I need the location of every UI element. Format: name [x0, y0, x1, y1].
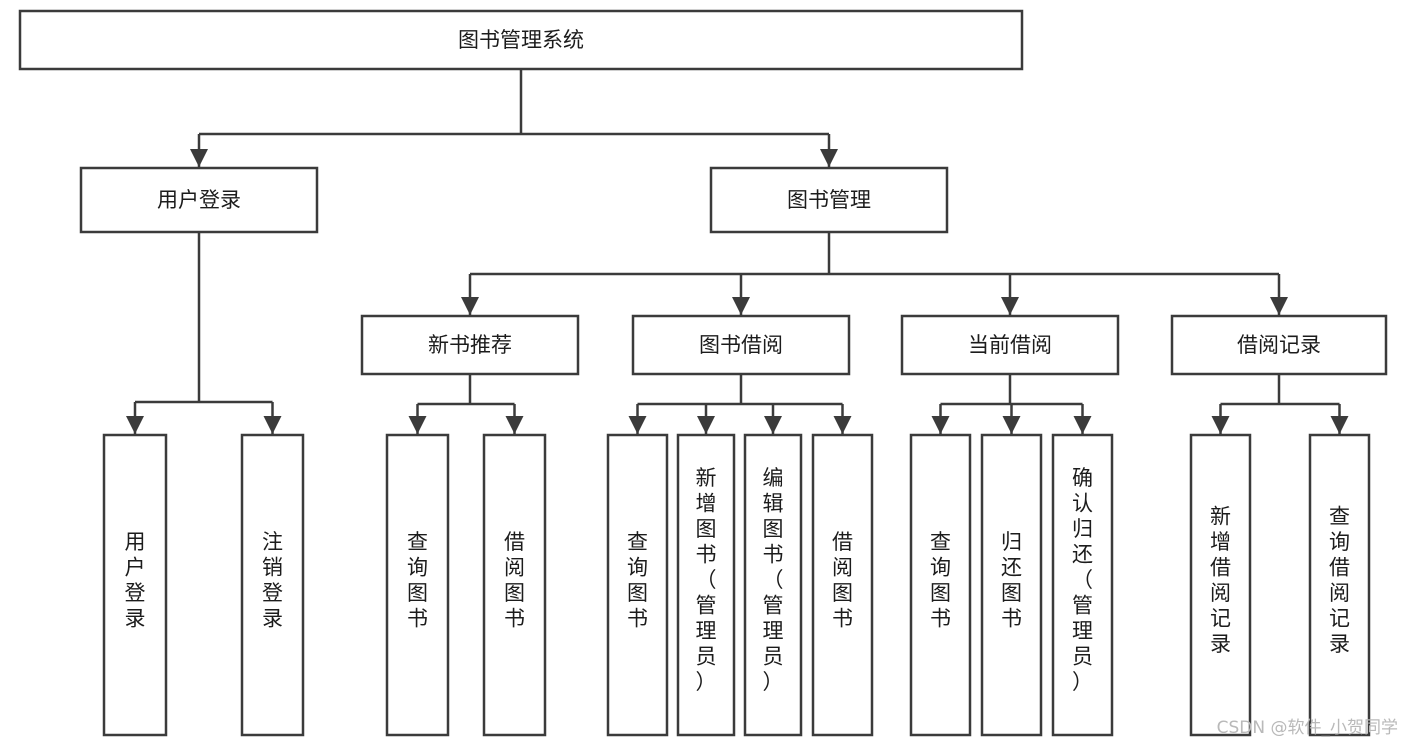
- arrow-head-icon: [408, 416, 427, 434]
- node-box-leaf-user-login: [102, 433, 168, 737]
- node-leaf-confirm-return[interactable]: 确认归还（管理员）: [1051, 433, 1114, 737]
- node-label-leaf-edit-book: 编辑图书（管理员）: [763, 466, 784, 694]
- node-leaf-add-book[interactable]: 新增图书（管理员）: [676, 433, 736, 737]
- arrow-head-icon: [820, 149, 838, 167]
- node-box-leaf-query-book-cur: [909, 433, 972, 737]
- node-label-leaf-add-book: 新增图书（管理员）: [696, 466, 717, 694]
- node-box-leaf-borrow-book: [811, 433, 874, 737]
- node-label-leaf-add-record: 新增借阅记录: [1210, 504, 1231, 656]
- node-leaf-query-book-cur[interactable]: 查询图书: [909, 433, 972, 737]
- arrow-head-icon: [833, 416, 852, 434]
- node-box-leaf-edit-book: [743, 433, 803, 737]
- node-leaf-user-logout[interactable]: 注销登录: [240, 433, 305, 737]
- node-box-leaf-return-book: [980, 433, 1043, 737]
- node-current-borrow[interactable]: 当前借阅: [900, 314, 1120, 376]
- nodes-layer: 图书管理系统用户登录图书管理新书推荐图书借阅当前借阅借阅记录用户登录注销登录查询…: [18, 9, 1388, 737]
- arrow-head-icon: [505, 416, 524, 434]
- node-leaf-edit-book[interactable]: 编辑图书（管理员）: [743, 433, 803, 737]
- node-box-user-login: [79, 166, 319, 234]
- node-label-leaf-borrow-book: 借阅图书: [832, 530, 853, 631]
- node-label-leaf-return-book: 归还图书: [1001, 530, 1022, 631]
- node-box-leaf-query-book-borrow: [606, 433, 669, 737]
- node-box-leaf-confirm-return: [1051, 433, 1114, 737]
- node-label-leaf-query-record: 查询借阅记录: [1329, 504, 1350, 656]
- node-box-book-borrow: [631, 314, 851, 376]
- node-book-manage[interactable]: 图书管理: [709, 166, 949, 234]
- arrow-head-icon: [263, 416, 282, 434]
- arrow-head-icon: [126, 416, 144, 434]
- node-user-login[interactable]: 用户登录: [79, 166, 319, 234]
- arrow-head-icon: [1001, 297, 1019, 315]
- arrow-head-icon: [190, 149, 208, 167]
- node-box-book-manage: [709, 166, 949, 234]
- node-leaf-add-record[interactable]: 新增借阅记录: [1189, 433, 1252, 737]
- node-label-leaf-user-logout: 注销登录: [262, 530, 283, 631]
- node-leaf-borrow-book[interactable]: 借阅图书: [811, 433, 874, 737]
- node-label-leaf-query-book-rec: 查询图书: [407, 530, 428, 631]
- node-label-leaf-query-book-cur: 查询图书: [930, 530, 951, 631]
- node-label-book-manage: 图书管理: [787, 188, 871, 212]
- node-new-book-rec[interactable]: 新书推荐: [360, 314, 580, 376]
- node-label-borrow-record: 借阅记录: [1237, 333, 1321, 357]
- node-label-user-login: 用户登录: [157, 188, 241, 212]
- node-label-leaf-query-book-borrow: 查询图书: [627, 530, 648, 631]
- node-box-leaf-user-logout: [240, 433, 305, 737]
- node-box-leaf-add-book: [676, 433, 736, 737]
- arrow-head-icon: [764, 416, 782, 434]
- node-box-new-book-rec: [360, 314, 580, 376]
- arrow-head-icon: [732, 297, 750, 315]
- node-borrow-record[interactable]: 借阅记录: [1170, 314, 1388, 376]
- node-label-root: 图书管理系统: [458, 28, 584, 52]
- node-label-new-book-rec: 新书推荐: [428, 333, 512, 357]
- node-label-leaf-borrow-book-rec: 借阅图书: [504, 530, 525, 631]
- arrow-head-icon: [1002, 416, 1021, 434]
- node-box-root: [18, 9, 1024, 71]
- arrow-head-icon: [1211, 416, 1230, 434]
- arrow-head-icon: [1073, 416, 1092, 434]
- node-leaf-return-book[interactable]: 归还图书: [980, 433, 1043, 737]
- edges-layer: [126, 69, 1349, 434]
- node-box-current-borrow: [900, 314, 1120, 376]
- node-box-borrow-record: [1170, 314, 1388, 376]
- node-label-current-borrow: 当前借阅: [968, 333, 1052, 357]
- arrow-head-icon: [461, 297, 479, 315]
- node-box-leaf-query-record: [1308, 433, 1371, 737]
- node-leaf-user-login[interactable]: 用户登录: [102, 433, 168, 737]
- node-box-leaf-add-record: [1189, 433, 1252, 737]
- node-root[interactable]: 图书管理系统: [18, 9, 1024, 71]
- arrow-head-icon: [628, 416, 647, 434]
- arrow-head-icon: [931, 416, 950, 434]
- node-label-leaf-confirm-return: 确认归还（管理员）: [1072, 466, 1093, 694]
- node-label-leaf-user-login: 用户登录: [125, 530, 146, 631]
- node-box-leaf-query-book-rec: [385, 433, 450, 737]
- node-leaf-borrow-book-rec[interactable]: 借阅图书: [482, 433, 547, 737]
- csdn-watermark: CSDN @软件_小贺同学: [1217, 718, 1398, 738]
- node-leaf-query-record[interactable]: 查询借阅记录: [1308, 433, 1371, 737]
- node-label-book-borrow: 图书借阅: [699, 333, 783, 357]
- arrow-head-icon: [1330, 416, 1349, 434]
- node-box-leaf-borrow-book-rec: [482, 433, 547, 737]
- node-leaf-query-book-rec[interactable]: 查询图书: [385, 433, 450, 737]
- arrow-head-icon: [697, 416, 715, 434]
- node-leaf-query-book-borrow[interactable]: 查询图书: [606, 433, 669, 737]
- arrow-head-icon: [1270, 297, 1288, 315]
- node-book-borrow[interactable]: 图书借阅: [631, 314, 851, 376]
